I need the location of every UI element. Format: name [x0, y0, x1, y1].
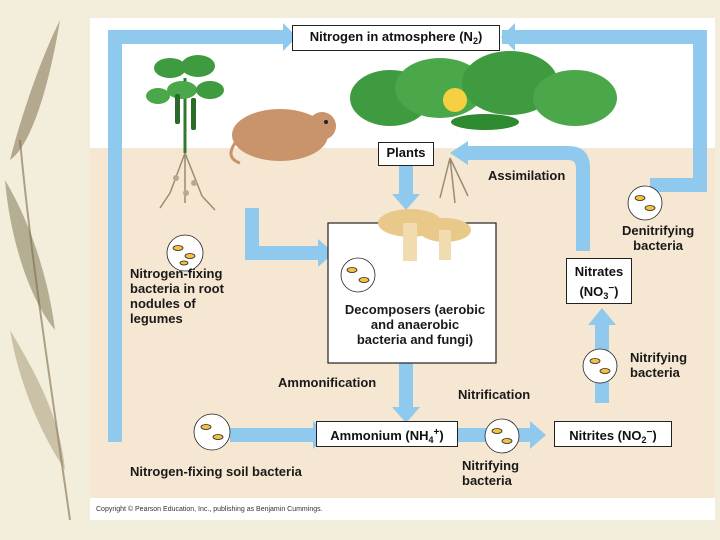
dried-leaf-decoration-icon [5, 20, 71, 521]
bacteria-decomposer-icon [340, 257, 376, 293]
arrow-denitrify-link [650, 178, 707, 192]
label-nitrifying-right: Nitrifying bacteria [630, 350, 687, 380]
node-atmosphere: Nitrogen in atmosphere (N2) [292, 25, 500, 51]
arrow-head-atmosphere-left [283, 23, 297, 51]
label-ammonification: Ammonification [278, 375, 377, 390]
label-denitrifying-line2: bacteria [633, 238, 684, 253]
node-decomposers-line1: Decomposers (aerobic [344, 302, 486, 317]
label-soil-bacteria: Nitrogen-fixing soil bacteria [130, 464, 302, 479]
node-nitrates-text: (NO [579, 284, 604, 299]
node-atmosphere-text: Nitrogen in atmosphere (N [309, 29, 473, 44]
nitrogen-cycle-figure: Nitrogen in atmosphere (N2) Plants Decom… [90, 18, 715, 520]
arrow-head-atmosphere-right [501, 23, 515, 51]
label-nitrifying-right-line1: Nitrifying [630, 350, 688, 365]
node-decomposers-line2: and anaerobic [370, 317, 460, 332]
node-ammonium-text: Ammonium (NH [330, 428, 429, 443]
label-assimilation: Assimilation [488, 168, 566, 183]
arrow-head-decomposers [392, 194, 420, 210]
bacteria-root-icon [166, 234, 204, 272]
node-atmosphere-sub: 2 [472, 36, 478, 46]
node-ammonium: Ammonium (NH4+) [316, 421, 458, 447]
mushroom-icon [378, 209, 471, 261]
node-nitrites-text: Nitrites (NO [569, 428, 642, 443]
label-nitrifying-right-line2: bacteria [630, 365, 680, 380]
label-nitrogen-fixing-root-line1: Nitrogen-fixing [130, 266, 223, 281]
label-nitrifying-bottom: Nitrifying bacteria [462, 458, 519, 488]
bacteria-cluster-icons [166, 185, 663, 454]
arrow-head-plants [450, 141, 468, 165]
arrow-soil-to-atmosphere [108, 30, 122, 442]
label-nitrogen-fixing-root-line4: legumes [130, 311, 183, 326]
bacteria-soil-icon [193, 413, 231, 451]
node-ammonium-close: ) [439, 428, 444, 443]
arrow-head-nitrates [588, 308, 616, 325]
node-nitrates-line1: Nitrates [574, 264, 624, 279]
arrow-legumes-to-soil [245, 208, 320, 260]
node-ammonium-sup: + [433, 427, 440, 438]
node-nitrites-close: ) [652, 428, 657, 443]
arrow-plants-to-decomposers [399, 166, 413, 196]
node-nitrites-sub: 2 [641, 435, 647, 445]
arrow-top-right [502, 30, 707, 44]
legume-plant-icon [146, 55, 224, 211]
label-nitrogen-fixing-root: Nitrogen-fixing bacteria in root nodules… [130, 266, 224, 326]
label-nitrifying-bottom-line1: Nitrifying [462, 458, 520, 473]
arrow-assimilation [462, 146, 590, 251]
arrow-soil-bacteria-to-ammonium [230, 428, 313, 442]
bacteria-denitrifying-icon [627, 185, 663, 221]
node-nitrates: Nitrates (NO3−) [566, 258, 632, 304]
arrow-head-ammonification [392, 407, 420, 423]
label-nitrification: Nitrification [458, 387, 531, 402]
bacteria-nitrifying-bottom-icon [484, 418, 520, 454]
arrow-head-nitrification [530, 421, 546, 449]
label-denitrifying: Denitrifying bacteria [622, 223, 694, 253]
label-nitrifying-bottom-line2: bacteria [462, 473, 512, 488]
copyright-notice: Copyright © Pearson Education, Inc., pub… [96, 506, 323, 513]
node-ammonium-sub: 4 [428, 435, 434, 445]
arrow-top-left [108, 30, 283, 44]
bacteria-nitrifying-right-icon [582, 348, 618, 384]
arrow-head-legumes [318, 239, 334, 267]
node-nitrites-sup: − [646, 427, 653, 438]
node-decomposers: Decomposers (aerobic and anaerobic bacte… [335, 302, 495, 347]
arrow-ammonification [399, 363, 413, 409]
arrow-right-vertical [693, 30, 707, 180]
label-denitrifying-line1: Denitrifying [622, 223, 695, 238]
node-decomposers-line3: bacteria and fungi) [356, 332, 474, 347]
label-nitrogen-fixing-root-line3: nodules of [130, 296, 196, 311]
node-nitrates-sub: 3 [603, 291, 609, 301]
node-nitrites: Nitrites (NO2−) [554, 421, 672, 447]
node-plants-text: Plants [386, 145, 426, 160]
label-nitrogen-fixing-root-line2: bacteria in root [130, 281, 224, 296]
node-plants: Plants [378, 142, 434, 166]
node-nitrates-close: ) [614, 284, 619, 299]
node-nitrates-sup: − [608, 283, 615, 294]
node-atmosphere-close: ) [477, 29, 483, 44]
squash-plant-icon [350, 51, 617, 204]
mole-icon [229, 109, 336, 165]
